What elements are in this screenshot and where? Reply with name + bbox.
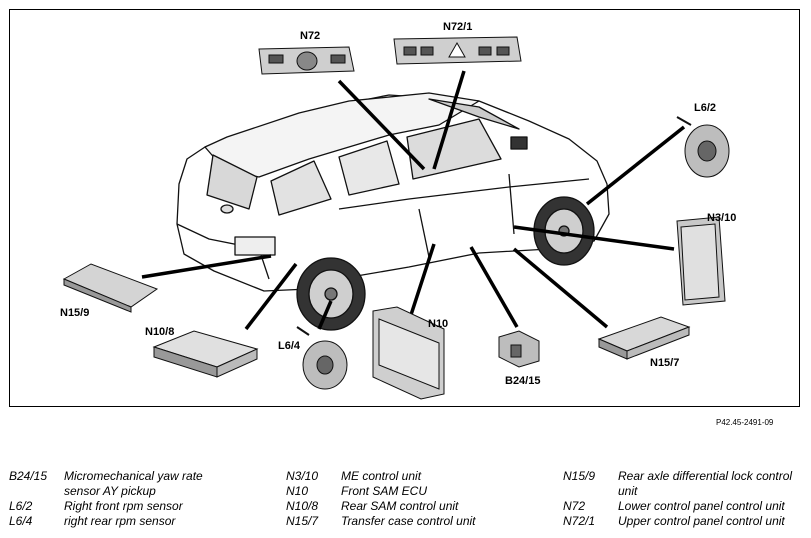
legend-row: N15/9 Rear axle differential lock contro… [563, 469, 803, 499]
me-control-unit [676, 216, 726, 306]
transfer-case-control-unit [597, 316, 691, 360]
legend-row: N10 Front SAM ECU [286, 484, 541, 499]
label-n10-8: N10/8 [145, 326, 175, 338]
rear-axle-diff-lock-control-unit [62, 263, 159, 313]
legend-code: N15/7 [286, 514, 319, 528]
legend-column-1: B24/15 Micromechanical yaw rate sensor A… [9, 469, 264, 529]
legend-desc: Transfer case control unit [341, 514, 476, 528]
legend-row: N15/7 Transfer case control unit [286, 514, 541, 529]
figure-reference: P42.45-2491-09 [716, 418, 774, 427]
label-n15-9: N15/9 [60, 307, 90, 319]
label-b24-15: B24/15 [505, 375, 541, 387]
legend-row: N72 Lower control panel control unit [563, 499, 803, 514]
label-n3-10: N3/10 [707, 212, 737, 224]
right-front-rpm-sensor [676, 116, 730, 178]
legend-desc: right rear rpm sensor [64, 514, 176, 528]
label-n72-1: N72/1 [443, 21, 473, 33]
legend-row: L6/4 right rear rpm sensor [9, 514, 264, 529]
legend-code: N15/9 [563, 469, 596, 483]
legend-desc: Rear axle differential lock control unit [618, 469, 793, 498]
legend-code: B24/15 [9, 469, 48, 483]
legend-desc: ME control unit [341, 469, 422, 483]
legend-code: N3/10 [286, 469, 319, 483]
label-n72: N72 [300, 30, 321, 42]
legend-code: L6/4 [9, 514, 33, 528]
legend-code: N10 [286, 484, 309, 498]
right-rear-rpm-sensor [296, 326, 348, 390]
legend-desc: Right front rpm sensor [64, 499, 183, 513]
label-n10: N10 [428, 318, 449, 330]
yaw-rate-sensor [498, 330, 540, 368]
legend-code: N72/1 [563, 514, 596, 528]
legend-row: B24/15 Micromechanical yaw rate sensor A… [9, 469, 264, 499]
vehicle-illustration [176, 92, 610, 292]
legend-code: N10/8 [286, 499, 319, 513]
legend-row: N3/10 ME control unit [286, 469, 541, 484]
legend-column-2: N3/10 ME control unit N10 Front SAM ECU … [286, 469, 541, 529]
legend-desc: Upper control panel control unit [618, 514, 785, 528]
legend-desc: Lower control panel control unit [618, 499, 785, 513]
label-l6-4: L6/4 [278, 340, 301, 352]
lower-control-panel-unit [258, 46, 355, 75]
legend-row: N72/1 Upper control panel control unit [563, 514, 803, 529]
legend-row: N10/8 Rear SAM control unit [286, 499, 541, 514]
label-l6-2: L6/2 [694, 102, 717, 114]
legend-code: N72 [563, 499, 586, 513]
upper-control-panel-unit [393, 36, 522, 65]
legend-desc: Micromechanical yaw rate sensor AY picku… [64, 469, 203, 498]
legend-desc: Rear SAM control unit [341, 499, 459, 513]
legend-desc: Front SAM ECU [341, 484, 428, 498]
legend-row: L6/2 Right front rpm sensor [9, 499, 264, 514]
leader-lines [141, 70, 686, 331]
front-sam-ecu [372, 306, 445, 400]
legend-column-3: N15/9 Rear axle differential lock contro… [563, 469, 803, 529]
legend-code: L6/2 [9, 499, 33, 513]
diagram-frame [9, 9, 800, 407]
label-n15-7: N15/7 [650, 357, 680, 369]
rear-sam-control-unit [152, 330, 259, 378]
rear-wheel [296, 257, 366, 331]
vehicle-component-diagram [62, 36, 730, 400]
